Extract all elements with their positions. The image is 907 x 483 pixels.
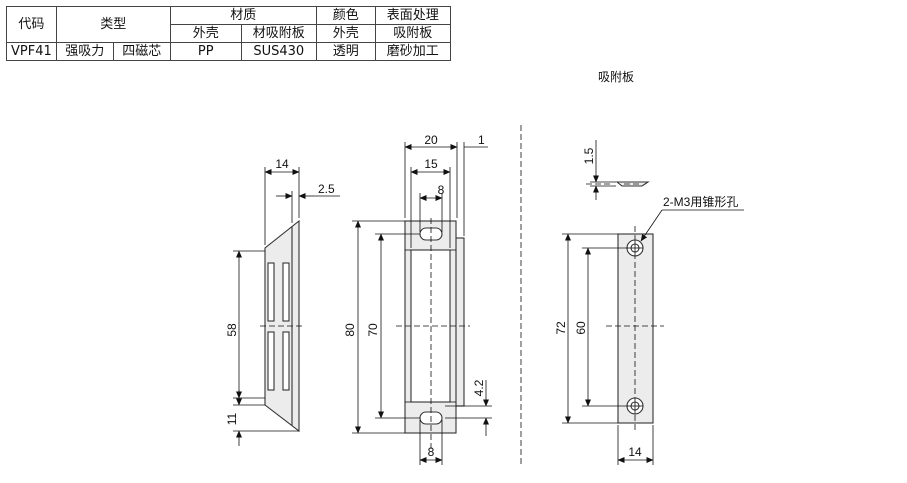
header-surface: 表面处理 <box>374 6 451 25</box>
cell-material-plate: SUS430 <box>240 42 317 61</box>
plate-caption: 吸附板 <box>598 70 635 84</box>
header-code: 代码 <box>6 6 57 43</box>
dim-4-2: 4.2 <box>472 379 486 396</box>
header-type: 类型 <box>55 6 171 43</box>
dim-11: 11 <box>225 412 239 425</box>
side-slot-4 <box>282 331 290 391</box>
subheader-plate: 材吸附板 <box>240 24 317 43</box>
plate-side-profile <box>615 181 650 187</box>
dim-60: 60 <box>574 321 588 335</box>
dim-14-plate: 14 <box>628 445 642 459</box>
hole-note: 2-M3用锥形孔 <box>663 195 738 209</box>
dim-1: 1 <box>478 133 485 147</box>
cell-surface: 磨砂加工 <box>374 42 451 61</box>
dim-8-bottom: 8 <box>428 445 435 459</box>
front-view: 20 1 15 8 80 70 4.2 8 <box>343 133 492 465</box>
plate-body <box>617 233 654 424</box>
side-view: 14 2.5 58 11 <box>225 157 340 446</box>
side-slot-1 <box>267 262 275 322</box>
dim-14-side: 14 <box>275 157 289 171</box>
plate-view: 1.5 2-M3用锥形孔 72 60 14 <box>554 140 744 465</box>
cell-type-2: 四磁芯 <box>112 42 171 61</box>
cell-type-1: 强吸力 <box>55 42 114 61</box>
subheader-color-shell: 外壳 <box>315 24 376 43</box>
cell-code: VPF41 <box>6 42 57 61</box>
cell-color: 透明 <box>315 42 376 61</box>
dim-20: 20 <box>424 133 438 147</box>
dim-2-5: 2.5 <box>318 182 335 196</box>
cell-material-shell: PP <box>169 42 242 61</box>
dim-15: 15 <box>424 157 438 171</box>
dim-58: 58 <box>225 323 239 337</box>
dim-80: 80 <box>343 323 357 337</box>
spec-table: 代码 类型 材质 颜色 表面处理 外壳 材吸附板 外壳 吸附板 VPF41 强吸… <box>6 6 451 61</box>
side-slot-2 <box>282 262 290 322</box>
side-slot-3 <box>267 331 275 391</box>
dim-72: 72 <box>554 321 568 335</box>
dim-70: 70 <box>366 323 380 337</box>
dim-1-5: 1.5 <box>582 147 596 164</box>
dim-8-top: 8 <box>438 183 445 197</box>
